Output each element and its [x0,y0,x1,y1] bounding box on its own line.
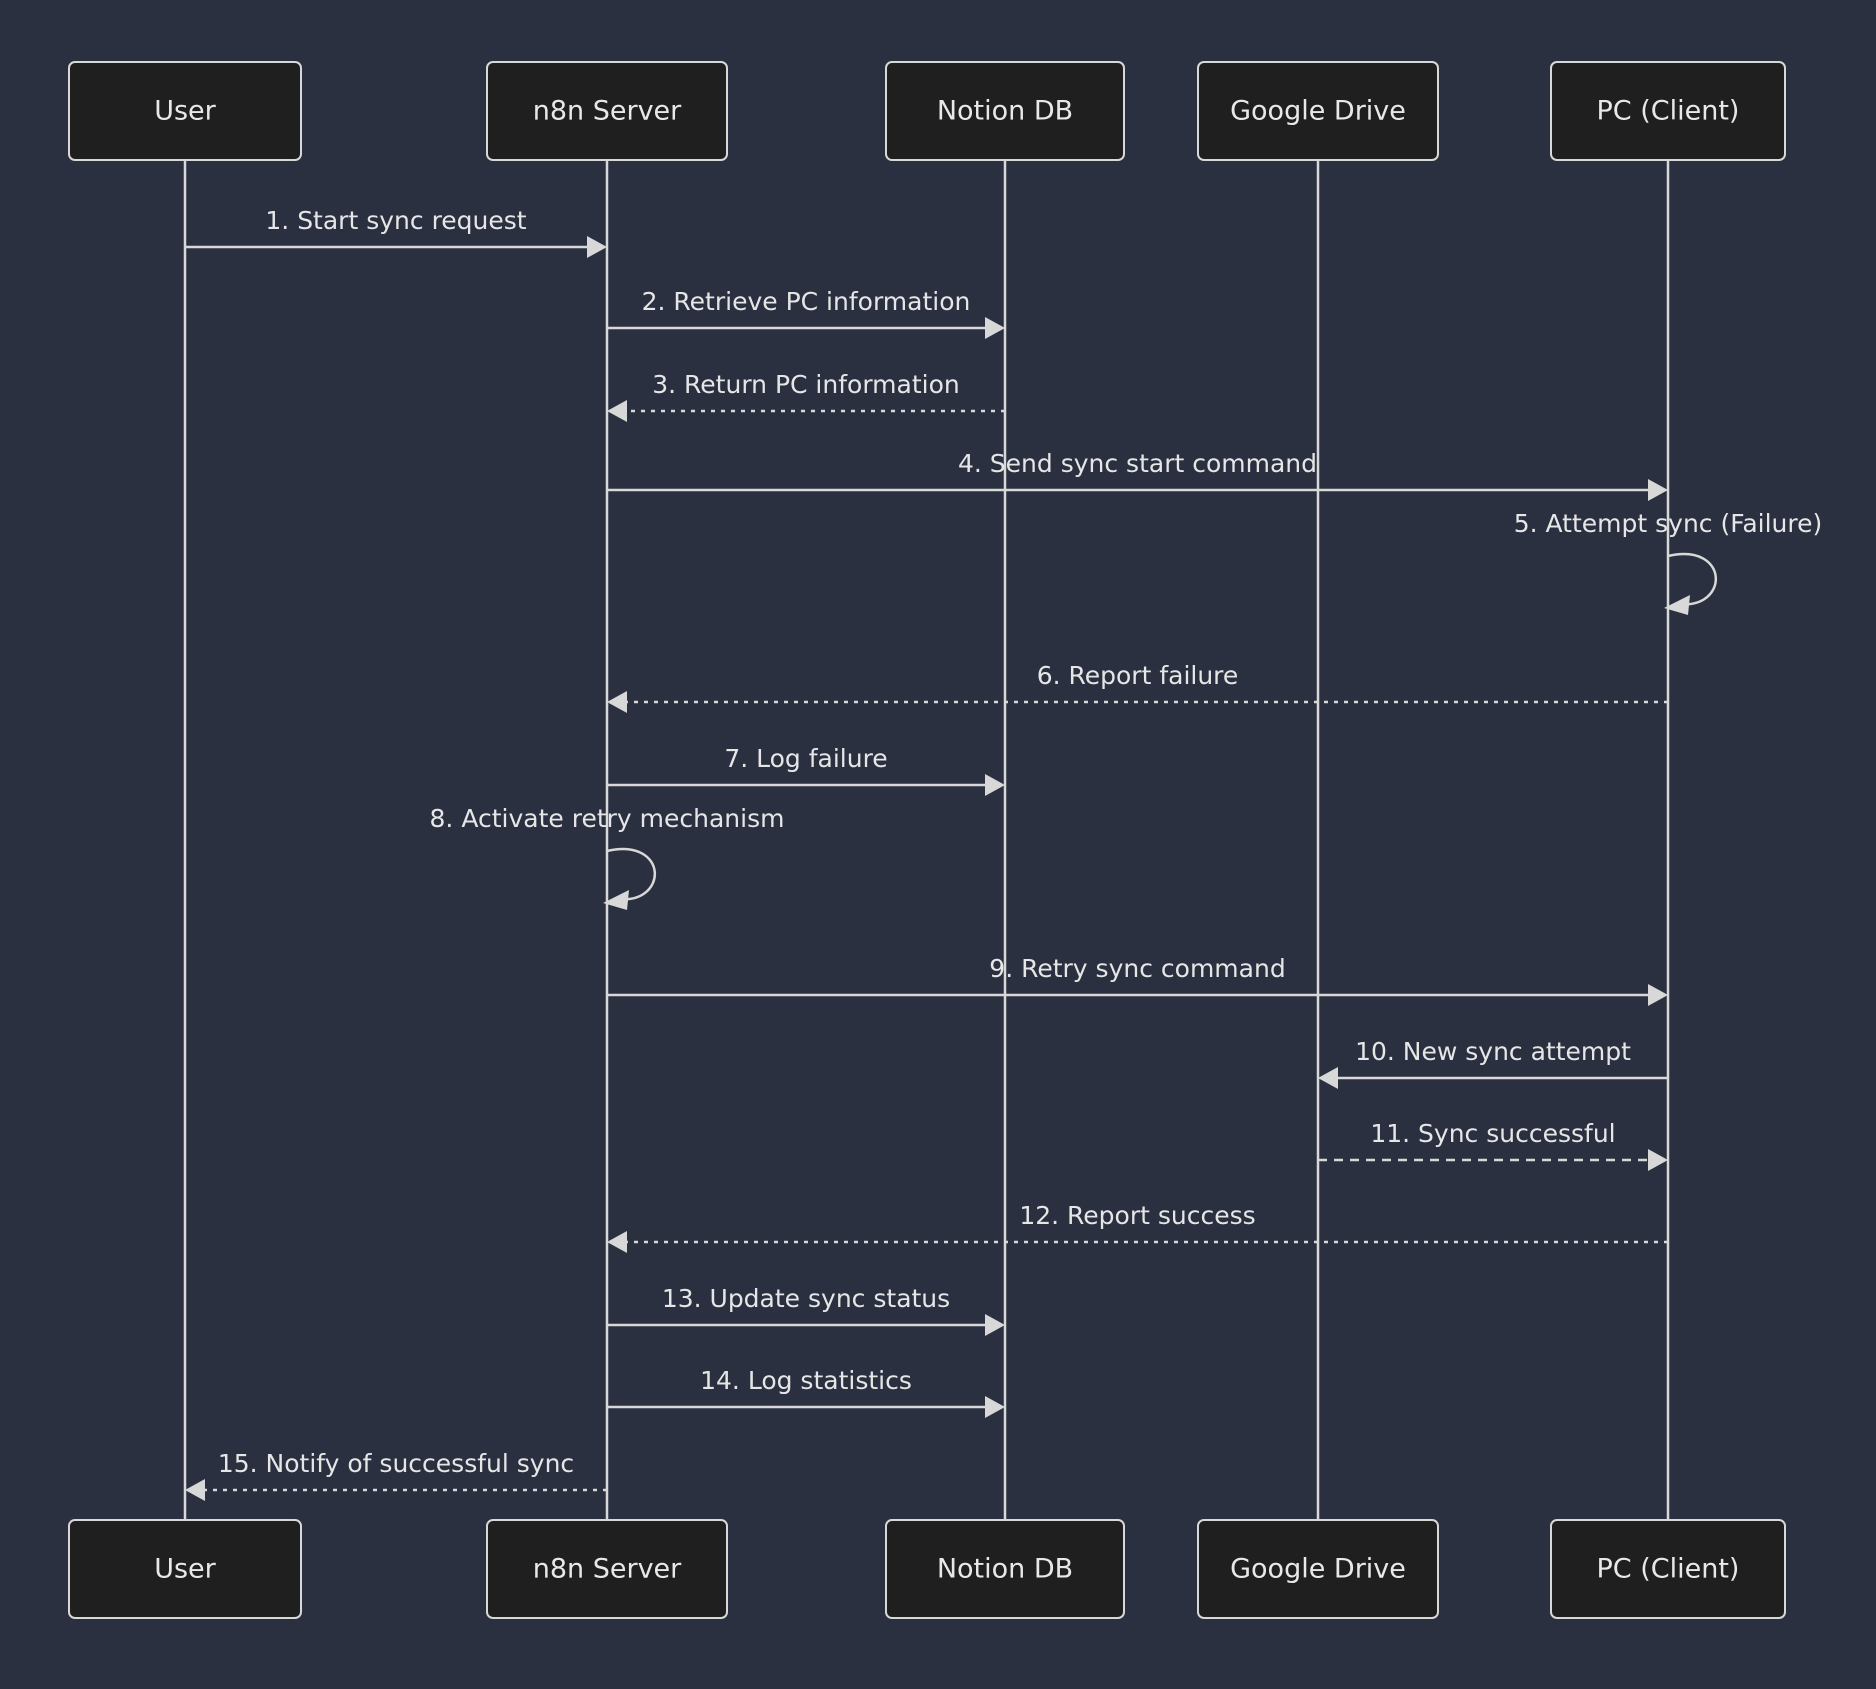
message-label-13: 13. Update sync status [662,1284,950,1313]
message-label-5: 5. Attempt sync (Failure) [1514,509,1823,538]
message-arrowhead [607,400,627,422]
message-6: 6. Report failure [607,661,1668,713]
actor-box-bg [885,1519,1125,1619]
actor-box-user-top[interactable]: User [68,61,302,161]
message-label-15: 15. Notify of successful sync [218,1449,574,1478]
message-arrowhead [1648,984,1668,1006]
actor-box-bg [486,61,728,161]
actor-label-pc: PC (Client) [1597,96,1740,127]
actor-box-bg [486,1519,728,1619]
message-arrowhead [607,1231,627,1253]
message-arrowhead [985,774,1005,796]
message-arrowhead [603,890,629,910]
message-arrowhead [607,691,627,713]
actor-box-notion-bottom[interactable]: Notion DB [885,1519,1125,1619]
message-label-4: 4. Send sync start command [958,449,1317,478]
actor-box-pc-top[interactable]: PC (Client) [1550,61,1786,161]
actor-box-bg [885,61,1125,161]
actor-label-pc: PC (Client) [1597,1554,1740,1585]
actor-label-user: User [154,1554,216,1585]
message-2: 2. Retrieve PC information [607,287,1005,339]
message-12: 12. Report success [607,1201,1668,1253]
message-7: 7. Log failure [607,744,1005,796]
message-13: 13. Update sync status [607,1284,1005,1336]
message-3: 3. Return PC information [607,370,1005,422]
actor-box-bg [1197,1519,1439,1619]
message-arrowhead [985,1314,1005,1336]
actor-box-n8n-bottom[interactable]: n8n Server [486,1519,728,1619]
actor-box-bg [68,61,302,161]
message-label-12: 12. Report success [1019,1201,1255,1230]
message-arrowhead [985,1396,1005,1418]
actor-box-bg [1550,1519,1786,1619]
message-9: 9. Retry sync command [607,954,1668,1006]
message-arrowhead [1318,1067,1338,1089]
message-label-6: 6. Report failure [1037,661,1239,690]
actor-box-bg [1550,61,1786,161]
bottom-actor-boxes-group: User n8n Server Notion DB Google Drive PC (C… [68,1519,1786,1619]
message-8: 8. Activate retry mechanism [430,804,785,910]
message-4: 4. Send sync start command [607,449,1668,501]
actor-box-gdrive-bottom[interactable]: Google Drive [1197,1519,1439,1619]
actor-box-bg [1197,61,1439,161]
message-label-8: 8. Activate retry mechanism [430,804,785,833]
actor-box-gdrive-top[interactable]: Google Drive [1197,61,1439,161]
message-15: 15. Notify of successful sync [185,1449,607,1501]
actor-label-notion: Notion DB [937,1554,1073,1585]
messages-group: 1. Start sync request 2. Retrieve PC info… [185,206,1822,1501]
actor-box-n8n-top[interactable]: n8n Server [486,61,728,161]
message-10: 10. New sync attempt [1318,1037,1668,1089]
message-14: 14. Log statistics [607,1366,1005,1418]
message-label-2: 2. Retrieve PC information [642,287,971,316]
message-arrowhead [587,236,607,258]
message-label-7: 7. Log failure [724,744,887,773]
message-arrowhead [185,1479,205,1501]
message-label-1: 1. Start sync request [265,206,526,235]
message-5: 5. Attempt sync (Failure) [1514,509,1823,615]
actor-label-user: User [154,96,216,127]
message-loop-line [606,847,656,901]
message-label-10: 10. New sync attempt [1355,1037,1631,1066]
message-1: 1. Start sync request [185,206,607,258]
lifelines-group [183,160,1670,1520]
actor-label-notion: Notion DB [937,96,1073,127]
message-loop-line [1667,552,1717,606]
message-label-11: 11. Sync successful [1370,1119,1615,1148]
actor-label-gdrive: Google Drive [1230,1554,1406,1585]
actor-box-notion-top[interactable]: Notion DB [885,61,1125,161]
message-arrowhead [1664,595,1690,615]
actor-label-n8n: n8n Server [533,96,682,127]
top-actor-boxes-group: User n8n Server Notion DB Google Drive PC (C… [68,61,1786,161]
message-label-9: 9. Retry sync command [989,954,1285,983]
message-arrowhead [1648,1149,1668,1171]
actor-box-user-bottom[interactable]: User [68,1519,302,1619]
message-11: 11. Sync successful [1318,1119,1668,1171]
actor-label-n8n: n8n Server [533,1554,682,1585]
message-label-3: 3. Return PC information [652,370,959,399]
message-arrowhead [985,317,1005,339]
actor-box-pc-bottom[interactable]: PC (Client) [1550,1519,1786,1619]
message-arrowhead [1648,479,1668,501]
message-label-14: 14. Log statistics [700,1366,912,1395]
actor-box-bg [68,1519,302,1619]
actor-label-gdrive: Google Drive [1230,96,1406,127]
